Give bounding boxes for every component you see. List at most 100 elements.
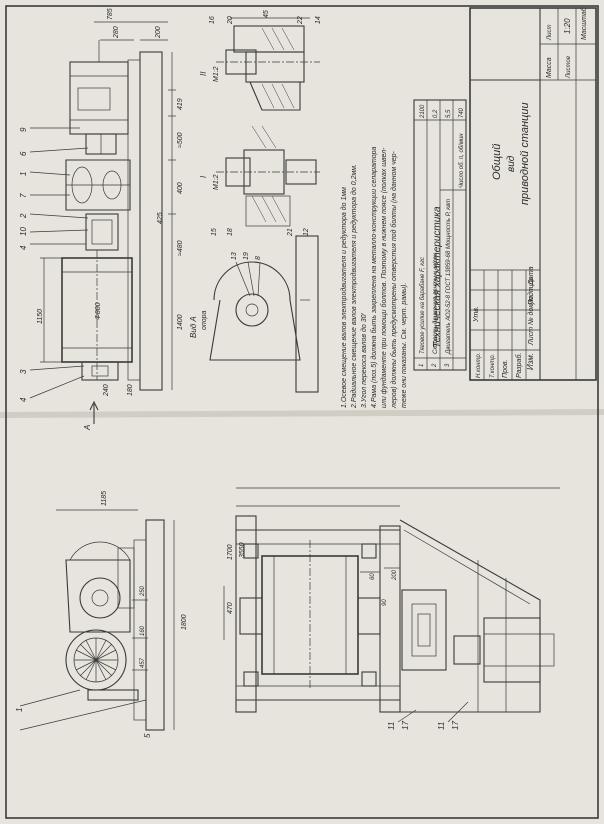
- note-7: теже они показаны. См. черт. рамы).: [401, 283, 408, 408]
- dim-250: 250: [140, 585, 146, 597]
- arrow-a-label: А: [83, 425, 92, 431]
- tech-row-4-value: 740: [459, 107, 465, 118]
- dim-1185: 1185: [101, 491, 108, 506]
- dim-280: 280: [113, 26, 120, 39]
- drawing-title-line1: Общий: [491, 144, 503, 180]
- reducer: [65, 159, 131, 211]
- title-block-list: Лист: [547, 25, 553, 41]
- reducer-plan: [401, 589, 447, 671]
- callout-19: 19: [243, 252, 250, 260]
- tech-row-4-label: Число об. п, об/мин: [459, 133, 465, 188]
- note-5: или фундаменте при помощи болтов. Поэтом…: [380, 147, 388, 408]
- callout-4b: 4: [19, 397, 28, 402]
- callout-8: 8: [255, 256, 262, 260]
- title-block-massa: Масса: [546, 57, 553, 78]
- dim-1800: 1800: [181, 614, 188, 630]
- callout-10: 10: [19, 227, 28, 236]
- title-block-tkontr: Т.контр.: [490, 354, 496, 378]
- note-2: 2.Радиальное смещение валов электродвига…: [350, 164, 358, 409]
- view-a-support: 13 19 8 Вид А опора: [189, 235, 319, 393]
- callout-22: 22: [297, 16, 304, 25]
- frame-plan: 3550 1700 470 200 60 90 11 17 11 17: [223, 487, 560, 730]
- callout-bottom-1: 1: [15, 708, 24, 712]
- dim-425: 425: [157, 212, 164, 224]
- callout-14: 14: [315, 16, 322, 24]
- note-3: 3.Угол перекоса валов до 30': [360, 313, 368, 408]
- sheet-frame: [5, 5, 599, 819]
- title-block-razrab: Разраб.: [515, 353, 523, 378]
- dim-90: 90: [382, 599, 388, 606]
- title-block-listov: Листов: [566, 56, 572, 79]
- callout-9: 9: [19, 127, 28, 132]
- svg-text:2: 2: [432, 363, 438, 368]
- callout-1: 1: [19, 172, 28, 176]
- section-scale-top: М1:2: [213, 66, 220, 82]
- tech-characteristics: Техническая характеристика 1 2 3 Тяговое…: [413, 99, 467, 371]
- title-block-data: Дата: [528, 266, 535, 286]
- dim-419: 419: [177, 98, 184, 110]
- dim-470: 470: [227, 602, 234, 614]
- dim-800: Φ800: [95, 302, 102, 320]
- dim-60: 60: [370, 573, 376, 580]
- title-block: Изм. Лист № докум. Подпись Дата Разраб. …: [469, 6, 597, 381]
- callout-6: 6: [19, 151, 28, 156]
- callout-18: 18: [227, 228, 234, 236]
- motor-plan: [483, 617, 541, 683]
- note-4: 4.Рама (поз.5) должна быть закреплена на…: [370, 146, 378, 408]
- fold-line: [0, 409, 604, 418]
- title-block-doc: № докум.: [527, 294, 535, 325]
- title-block-list-col: Лист: [528, 327, 535, 346]
- callout-15: 15: [211, 228, 218, 236]
- dim-3550: 3550: [239, 542, 246, 558]
- dim-480: ≈480: [177, 240, 184, 256]
- title-block-podp: Подпись: [527, 277, 535, 305]
- dim-1150: 1150: [37, 309, 44, 324]
- view-a-subtitle: опора: [201, 310, 208, 330]
- callout-7: 7: [19, 193, 28, 198]
- callout-2: 2: [19, 213, 28, 219]
- dim-457: 457: [140, 657, 146, 668]
- drawing-title-line3: приводной станции: [519, 102, 531, 205]
- svg-text:3: 3: [445, 363, 451, 367]
- top-view-plan: 785 280 200 419 ≈500 400 425 ≈480 1400 1…: [19, 8, 184, 431]
- section-scale-mid: М1:2: [213, 174, 220, 190]
- tech-title: Техническая характеристика: [432, 206, 443, 348]
- dim-1400: 1400: [177, 314, 184, 330]
- tech-row-3-value: 5,5: [446, 109, 452, 118]
- note-1: 1.Осевое смещение валов электродвигателя…: [340, 187, 348, 408]
- note-6: леров) должны быть предусмотрены отверст…: [390, 150, 398, 409]
- callout-3: 3: [19, 369, 28, 374]
- dim-160: 160: [140, 625, 146, 636]
- dim-200-bottom: 200: [392, 569, 398, 581]
- technical-notes: 1.Осевое смещение валов электродвигателя…: [340, 146, 408, 409]
- callout-21: 21: [287, 228, 294, 237]
- section-roman-top: II: [199, 71, 208, 76]
- tech-row-2-label: Скорость движения ленты v, м/сек: [433, 252, 439, 354]
- callout-17a: 17: [401, 721, 410, 730]
- section-detail-top: 16 20 45 22 14 М1:2 II: [199, 10, 322, 111]
- title-block-scale: 1:20: [563, 18, 572, 34]
- section-roman-mid: I: [199, 175, 208, 178]
- tech-row-1-value: 2100: [420, 104, 426, 119]
- title-block-nkontr: Н.контр.: [476, 353, 482, 378]
- callout-12: 12: [303, 228, 310, 236]
- tech-row-1-label: Тяговое усилие на барабане F, кгс: [420, 257, 426, 354]
- callout-13: 13: [231, 252, 238, 260]
- reducer-side: [65, 559, 131, 633]
- callout-11b: 11: [437, 722, 446, 730]
- svg-text:1: 1: [419, 364, 425, 367]
- title-block-utv: Утв.: [473, 306, 480, 323]
- callout-17b: 17: [451, 721, 460, 730]
- side-elevation: 1185 1800 250 160 457 1 5: [15, 491, 188, 738]
- callout-4a: 4: [19, 245, 28, 250]
- callout-bottom-5: 5: [143, 733, 152, 738]
- callout-11a: 11: [387, 722, 396, 730]
- dim-200: 200: [155, 26, 162, 39]
- view-a-title: Вид А: [189, 316, 198, 338]
- motor-body: [69, 61, 129, 135]
- dim-785: 785: [107, 8, 114, 20]
- dim-45: 45: [263, 10, 270, 18]
- section-detail-middle: М1:2 I 15 18 21 12: [199, 125, 320, 237]
